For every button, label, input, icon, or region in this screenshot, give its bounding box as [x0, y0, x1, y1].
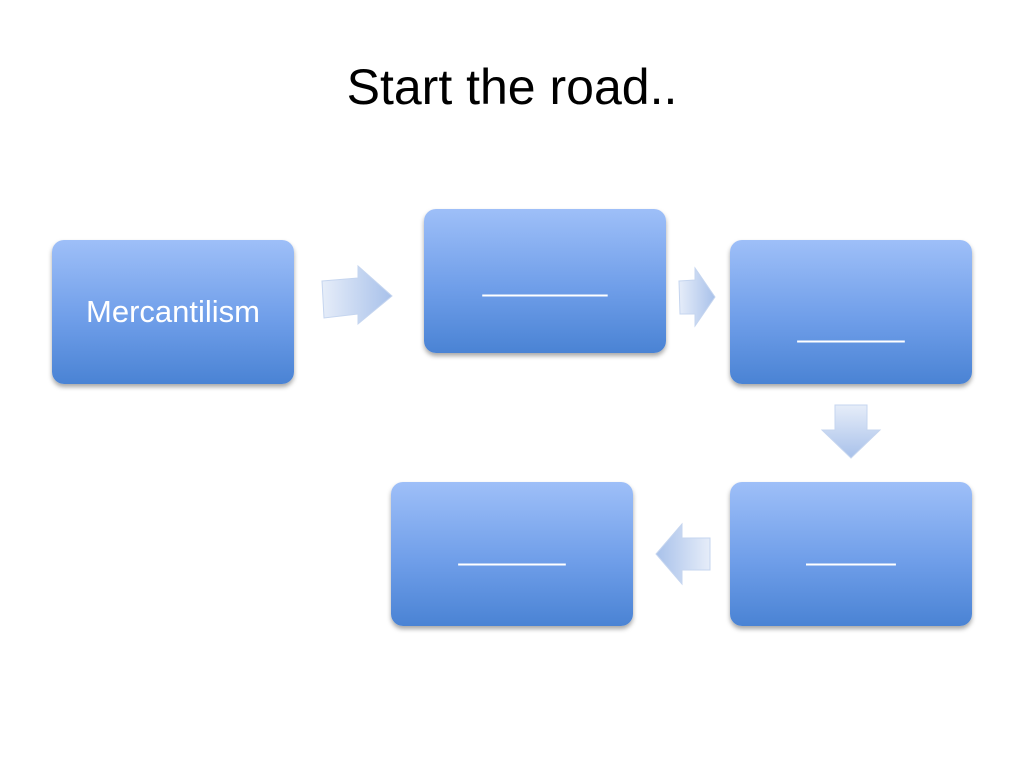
node-blank-3: _____ [730, 482, 972, 626]
arrow-left-icon [655, 522, 711, 586]
arrow-right-icon [678, 266, 716, 328]
node-label: ______ [458, 530, 566, 566]
node-mercantilism: Mercantilism [52, 240, 294, 384]
arrow-right-icon [321, 264, 393, 326]
node-blank-1: _______ [424, 209, 666, 353]
node-label: ______ [797, 306, 905, 343]
node-label: Mercantilism [86, 294, 260, 329]
arrow-down-icon [820, 404, 882, 459]
node-blank-4: ______ [391, 482, 633, 626]
node-blank-2: ______ [730, 240, 972, 384]
slide-title: Start the road.. [346, 59, 678, 115]
node-label: _______ [482, 261, 608, 297]
node-label: _____ [806, 530, 896, 566]
